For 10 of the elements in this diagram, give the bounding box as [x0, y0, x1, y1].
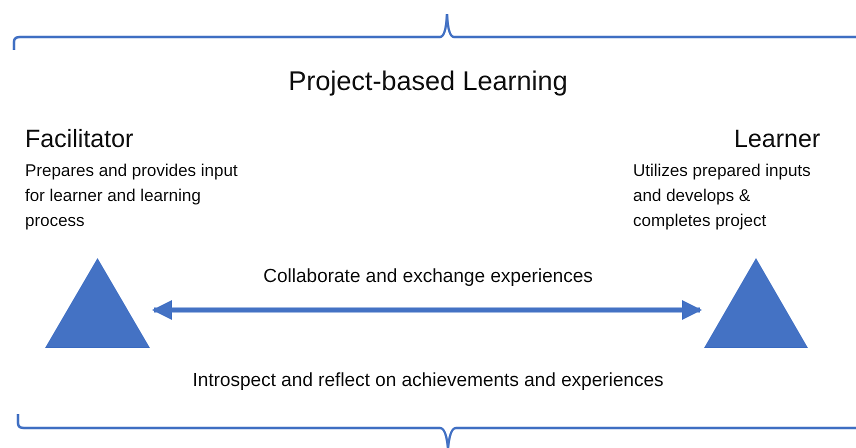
- role-description: Utilizes prepared inputs and develops & completes project: [633, 160, 812, 232]
- note-text: Introspect and reflect on achievements and experiences: [191, 370, 665, 392]
- triangle-shape: [704, 258, 808, 348]
- role-description: Prepares and provides input for learner and learning process: [25, 160, 239, 232]
- edge-label: Collaborate and exchange experiences: [262, 266, 594, 288]
- triangle-shape: [45, 258, 150, 348]
- double-arrow: [152, 300, 702, 320]
- role-heading: Learner: [734, 124, 820, 154]
- role-heading: Facilitator: [25, 124, 134, 154]
- title: Project-based Learning: [287, 66, 569, 97]
